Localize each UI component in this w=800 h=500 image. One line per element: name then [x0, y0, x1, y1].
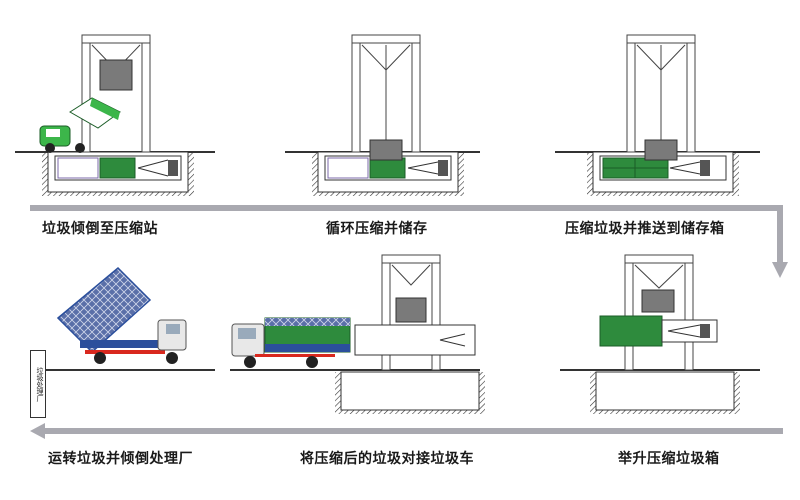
step-1-caption: 垃圾倾倒至压缩站: [42, 221, 158, 237]
panel-1-dump: [15, 34, 215, 196]
small-garbage-truck: [39, 97, 121, 153]
step-2-caption: 循环压缩并储存: [326, 221, 428, 237]
flow-arrow-bottom: [30, 423, 783, 439]
treatment-plant-sign: 垃圾处理厂: [30, 350, 46, 418]
step-5-caption: 将压缩后的垃圾对接垃圾车: [300, 451, 474, 467]
garbage-truck: [231, 317, 351, 368]
flow-arrow-top: [30, 205, 788, 278]
step-6-caption: 举升压缩垃圾箱: [618, 451, 720, 467]
step-3-caption: 压缩垃圾并推送到储存箱: [565, 221, 725, 237]
panel-3-push: [555, 34, 760, 196]
step-4-caption: 运转垃圾并倾倒处理厂: [48, 451, 193, 467]
panel-2-compress: [285, 34, 480, 196]
dump-truck: [56, 266, 187, 364]
panel-6-lift: [560, 254, 760, 414]
panel-5-dock: [230, 254, 485, 414]
panel-4-transport: [40, 266, 215, 371]
